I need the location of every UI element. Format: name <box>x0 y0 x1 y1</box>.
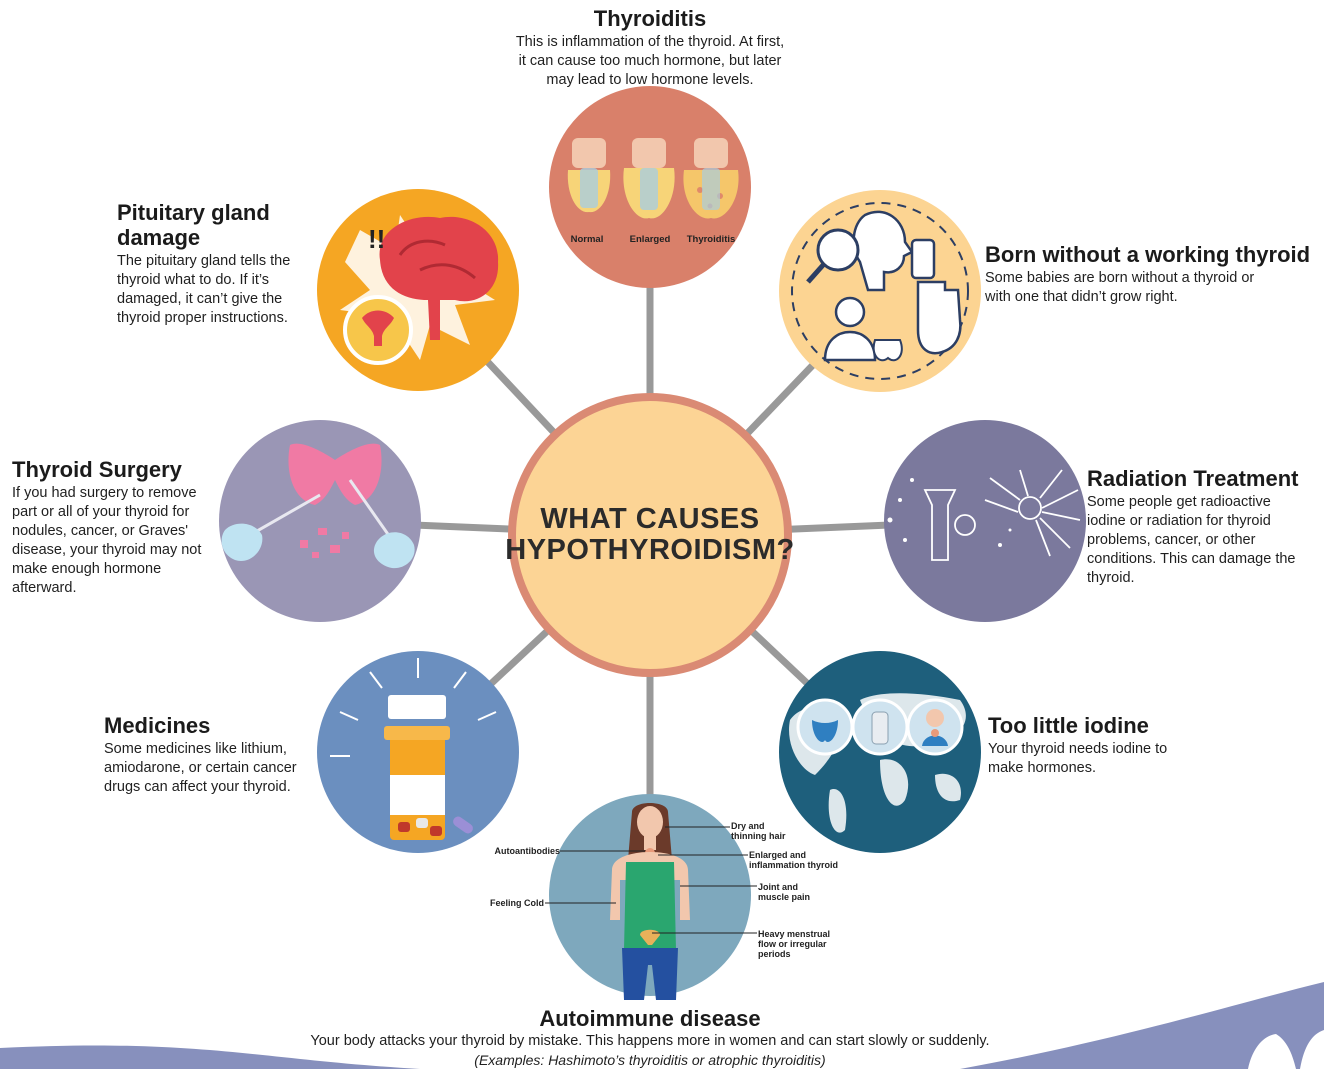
glow-rays-icon <box>330 658 497 757</box>
magnifier-icon <box>816 228 860 272</box>
woman-figure-icon <box>610 803 690 1000</box>
alert-icon: !! <box>368 224 385 254</box>
virus-icon <box>954 514 976 536</box>
thyroid-enlarged-label: Enlarged <box>630 234 671 245</box>
center-circle: WHAT CAUSES HYPOTHYROIDISM? <box>505 393 795 677</box>
annotation-autoantibodies: Autoantibodies <box>494 846 561 856</box>
thyroiditis-desc: This is inflammation of the thyroid. At … <box>515 34 785 88</box>
small-thyroid-icon <box>872 339 903 362</box>
glove-left-icon <box>221 523 263 561</box>
born-desc: Some babies are born without a thyroid o… <box>985 270 1255 305</box>
medicines-title: Medicines <box>104 713 211 738</box>
hand-device-icon <box>910 238 962 355</box>
particle-dots <box>887 478 1012 547</box>
pituitary-title-line1: Pituitary gland <box>117 200 270 225</box>
born-node <box>779 190 981 392</box>
medicines-desc: Some medicines like lithium, amiodarone,… <box>104 741 297 795</box>
thyroiditis-label: Thyroiditis This is inflammation of the … <box>500 6 800 90</box>
thyroid-normal-label: Normal <box>571 234 604 245</box>
thyroid-normal-icon <box>567 138 611 213</box>
iodine-node <box>779 651 981 853</box>
radiation-label: Radiation Treatment Some people get radi… <box>1087 466 1312 588</box>
iodine-title: Too little iodine <box>988 713 1149 738</box>
radiation-node <box>884 420 1086 622</box>
surgery-node <box>219 420 421 622</box>
pills-icon <box>398 816 473 836</box>
bottom-right-wave-decoration <box>960 982 1324 1069</box>
pituitary-desc: The pituitary gland tells the thyroid wh… <box>117 253 291 326</box>
tissue-fragments-icon <box>300 528 349 558</box>
annotation-enlarged: Enlarged and inflammation thyroid <box>749 850 839 870</box>
annotation-cold: Feeling Cold <box>490 898 544 908</box>
bottle-cap-icon <box>388 695 446 719</box>
medicines-label: Medicines Some medicines like lithium, a… <box>104 713 316 797</box>
annotation-menstrual: Heavy menstrual flow or irregular period… <box>758 929 831 959</box>
autoimmune-label: Autoimmune disease Your body attacks you… <box>262 1006 1038 1069</box>
radiation-symbol-icon <box>1018 496 1042 520</box>
iodine-desc: Your thyroid needs iodine to make hormon… <box>988 741 1168 776</box>
surgery-title: Thyroid Surgery <box>12 457 182 482</box>
pituitary-gland-icon <box>343 295 413 365</box>
center-title-line1: WHAT CAUSES <box>540 503 760 535</box>
annotation-joint: Joint and muscle pain <box>758 882 811 902</box>
medicines-node <box>317 651 519 853</box>
thyroid-enlarged-icon <box>623 138 675 219</box>
pituitary-label: Pituitary gland damage The pituitary gla… <box>117 200 317 328</box>
pituitary-node: !! <box>317 189 519 391</box>
radiation-desc: Some people get radioactive iodine or ra… <box>1087 494 1296 586</box>
thyroid-inflamed-icon <box>683 138 739 219</box>
iodine-label: Too little iodine Your thyroid needs iod… <box>988 713 1188 778</box>
autoimmune-desc: Your body attacks your thyroid by mistak… <box>310 1033 990 1049</box>
thyroid-inflamed-label: Thyroiditis <box>687 234 736 245</box>
forceps-left-icon <box>249 493 321 537</box>
neck-thyroid-icon <box>923 489 957 561</box>
born-title: Born without a working thyroid <box>985 242 1311 267</box>
born-label: Born without a working thyroid Some babi… <box>985 242 1320 307</box>
surgery-desc: If you had surgery to remove part or all… <box>12 485 202 596</box>
glove-right-icon <box>373 532 415 569</box>
autoimmune-node <box>549 794 751 1000</box>
bottle-label <box>390 775 445 815</box>
center-title-line2: HYPOTHYROIDISM? <box>505 534 795 566</box>
bottom-wave-decoration <box>0 1045 420 1069</box>
forceps-right-icon <box>348 479 394 541</box>
thyroiditis-node: Normal Enlarged Thyroiditis <box>549 86 751 288</box>
corner-logo-icon <box>1248 1030 1324 1069</box>
pituitary-title-line2: damage <box>117 225 201 250</box>
surgery-label: Thyroid Surgery If you had surgery to re… <box>12 457 217 598</box>
radiation-title: Radiation Treatment <box>1087 466 1299 491</box>
thyroiditis-title: Thyroiditis <box>593 6 707 31</box>
autoimmune-title: Autoimmune disease <box>539 1006 761 1031</box>
annotation-hair: Dry and thinning hair <box>731 821 786 841</box>
autoimmune-examples: (Examples: Hashimoto’s thyroiditis or at… <box>474 1052 826 1068</box>
